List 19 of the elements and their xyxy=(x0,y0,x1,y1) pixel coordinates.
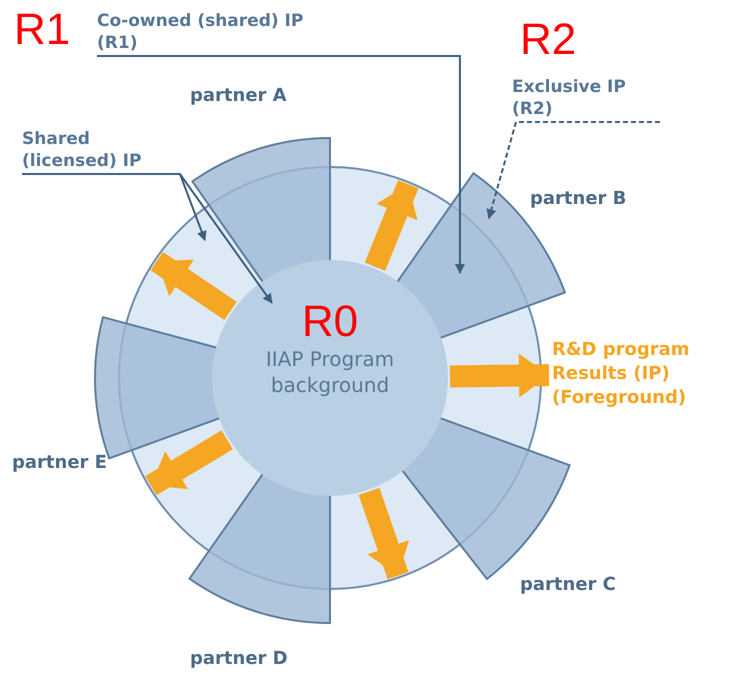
partner-label: partner C xyxy=(520,574,616,596)
partner-label: partner B xyxy=(530,188,626,210)
partner-label: partner D xyxy=(190,648,288,670)
partner-label: partner A xyxy=(190,85,287,107)
result-label: R&D program Results (IP) (Foreground) xyxy=(552,338,691,410)
block-arrow xyxy=(145,430,233,496)
leader-line xyxy=(97,55,465,274)
region-code: R2 xyxy=(520,16,576,64)
leader-line xyxy=(486,121,660,220)
block-arrow xyxy=(358,488,410,580)
callout-label: Co-owned (shared) IP (R1) xyxy=(97,10,304,54)
callout-label: Exclusive IP (R2) xyxy=(512,76,627,120)
region-code: R0 xyxy=(302,298,358,346)
center-label: IIAP Program background xyxy=(264,346,396,398)
callout-label: Shared (licensed) IP xyxy=(22,128,142,172)
partner-label: partner E xyxy=(12,452,107,474)
region-code: R1 xyxy=(14,6,70,54)
block-arrow xyxy=(364,180,418,271)
block-arrow xyxy=(450,354,550,398)
